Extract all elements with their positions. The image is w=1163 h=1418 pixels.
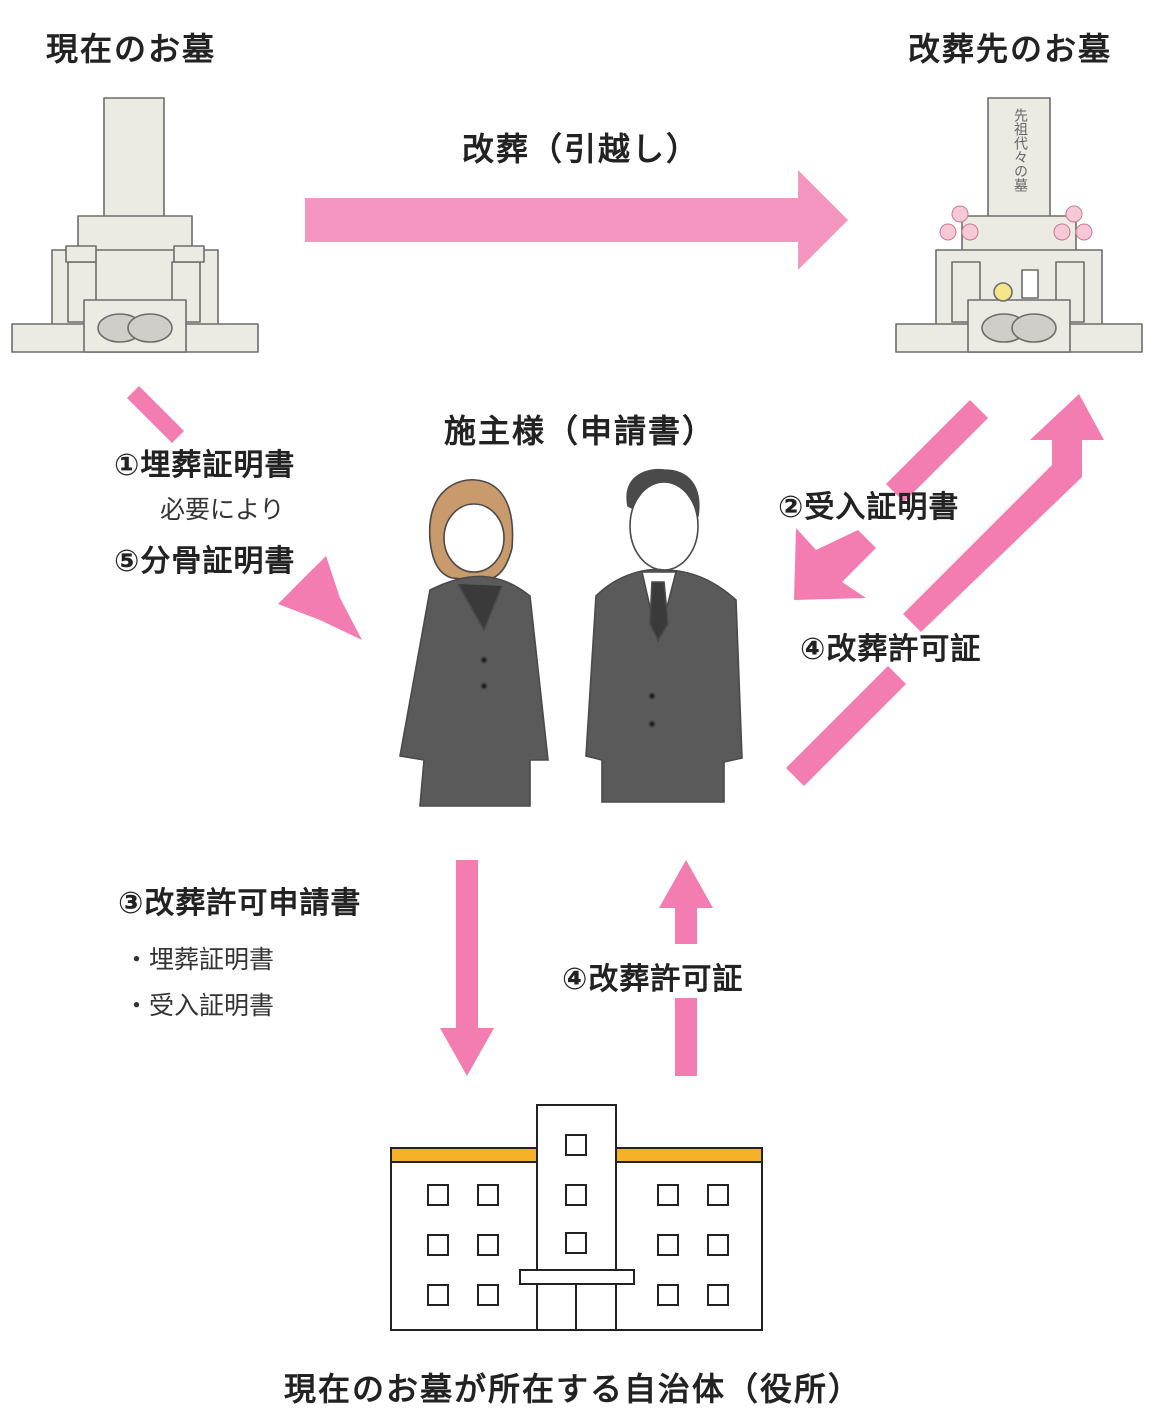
current-grave-label: 現在のお墓: [46, 30, 217, 68]
reburial-permit-bottom-label: ④改葬許可証: [562, 962, 744, 997]
current-grave-illustration: [11, 97, 259, 353]
acceptance-certificate-label: ②受入証明書: [778, 490, 960, 525]
gravestone-inscription: 先祖代々の墓: [1012, 108, 1028, 192]
reburial-permit-top-label: ④改葬許可証: [800, 632, 982, 667]
burial-certificate-label: ①埋葬証明書: [114, 448, 296, 483]
arrow-applicant-to-newgrave: [786, 394, 1104, 786]
arrow-municipality-to-applicant: [659, 860, 713, 1076]
new-grave-label: 改葬先のお墓: [908, 30, 1113, 68]
municipality-label: 現在のお墓が所在する自治体（役所）: [284, 1370, 863, 1408]
new-grave-illustration: [895, 97, 1143, 353]
man-illustration: [585, 468, 743, 803]
arrow-applicant-to-municipality: [440, 860, 494, 1076]
bone-division-certificate-label: ⑤分骨証明書: [114, 544, 296, 579]
applicant-label: 施主様（申請書）: [444, 412, 717, 450]
relocation-arrow: [305, 170, 848, 270]
municipal-building-illustration: [390, 1104, 763, 1331]
flowers: [939, 205, 1093, 241]
arrow-newgrave-to-applicant: [794, 400, 988, 600]
woman-illustration: [399, 478, 549, 807]
application-item: ・埋葬証明書: [124, 945, 275, 974]
if-needed-label: 必要により: [160, 495, 285, 524]
arrow-current-to-applicant: [127, 386, 362, 640]
relocation-label: 改葬（引越し）: [462, 130, 701, 168]
application-item: ・受入証明書: [124, 991, 275, 1020]
reburial-application-label: ③改葬許可申請書: [118, 886, 362, 921]
